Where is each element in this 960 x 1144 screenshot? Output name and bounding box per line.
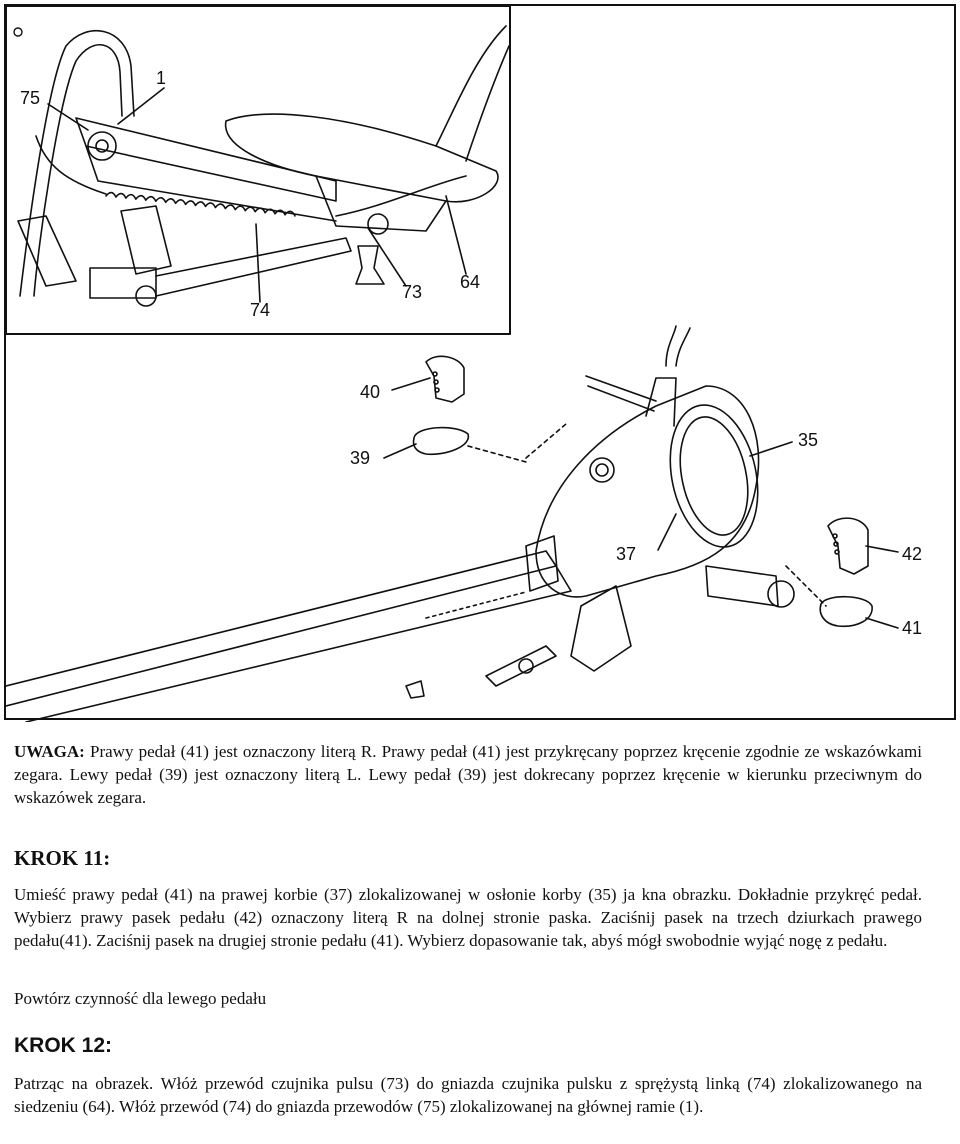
callout-74: 74 <box>250 300 270 320</box>
step11-title: KROK 11: <box>14 846 111 870</box>
callout-40: 40 <box>360 382 380 402</box>
step12-paragraph: Patrząc na obrazek. Włóż przewód czujnik… <box>14 1074 922 1116</box>
step11-repeat-line: Powtórz czynność dla lewego pedału <box>14 989 267 1008</box>
callout-73: 73 <box>402 282 422 302</box>
warning-text: Prawy pedał (41) jest oznaczony literą R… <box>14 742 922 807</box>
callout-41: 41 <box>902 618 922 638</box>
callout-75: 75 <box>20 88 40 108</box>
warning-label: UWAGA: <box>14 742 85 761</box>
callout-42: 42 <box>902 544 922 564</box>
callout-35: 35 <box>798 430 818 450</box>
callout-64: 64 <box>460 272 480 292</box>
assembly-drawing: 75 1 74 73 64 40 39 35 37 42 41 <box>6 6 922 722</box>
detail-inset <box>6 6 511 335</box>
step11-paragraph: Umieść prawy pedał (41) na prawej korbie… <box>14 885 922 950</box>
assembly-figure: 75 1 74 73 64 40 39 35 37 42 41 <box>4 4 956 722</box>
callout-1: 1 <box>156 68 166 88</box>
callout-39: 39 <box>350 448 370 468</box>
step12-title: KROK 12: <box>14 1034 113 1057</box>
warning-paragraph: UWAGA: Prawy pedał (41) jest oznaczony l… <box>14 740 922 809</box>
callout-37: 37 <box>616 544 636 564</box>
